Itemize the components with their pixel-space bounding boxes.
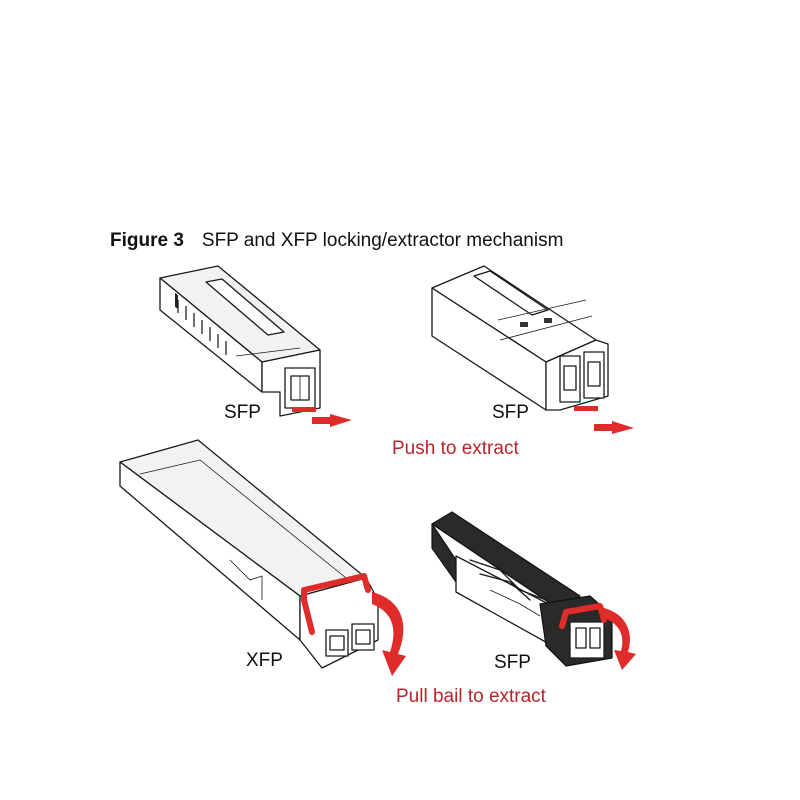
sfp-module-top-right [431,265,609,411]
module-label-sfp-bottom-right: SFP [494,652,531,673]
module-label-xfp: XFP [246,650,283,671]
push-latch [574,406,598,411]
figure-title: Figure 3 SFP and XFP locking/extractor me… [110,230,563,252]
bail-handle [559,603,607,629]
caption-pull-bail-to-extract: Pull bail to extract [396,686,546,707]
xfp-module [119,439,379,669]
label-sticker [205,278,285,336]
push-arrow-right [594,421,634,434]
module-label-sfp-top-right: SFP [492,402,529,423]
figure-caption: SFP and XFP locking/extractor mechanism [201,230,564,251]
pull-arrow-sfp [604,608,636,670]
sfp-module-bail [431,511,613,667]
sfp-module-top-left [159,265,321,417]
pull-arrow-xfp [372,592,406,676]
push-latch [292,407,316,412]
bail-handle [301,573,371,603]
barcode-stripes [175,292,178,310]
figure-number: Figure 3 [110,230,184,251]
push-arrow-left [312,414,352,427]
label-sticker [473,270,549,316]
caption-push-to-extract: Push to extract [392,438,519,459]
module-label-sfp-top-left: SFP [224,402,261,423]
